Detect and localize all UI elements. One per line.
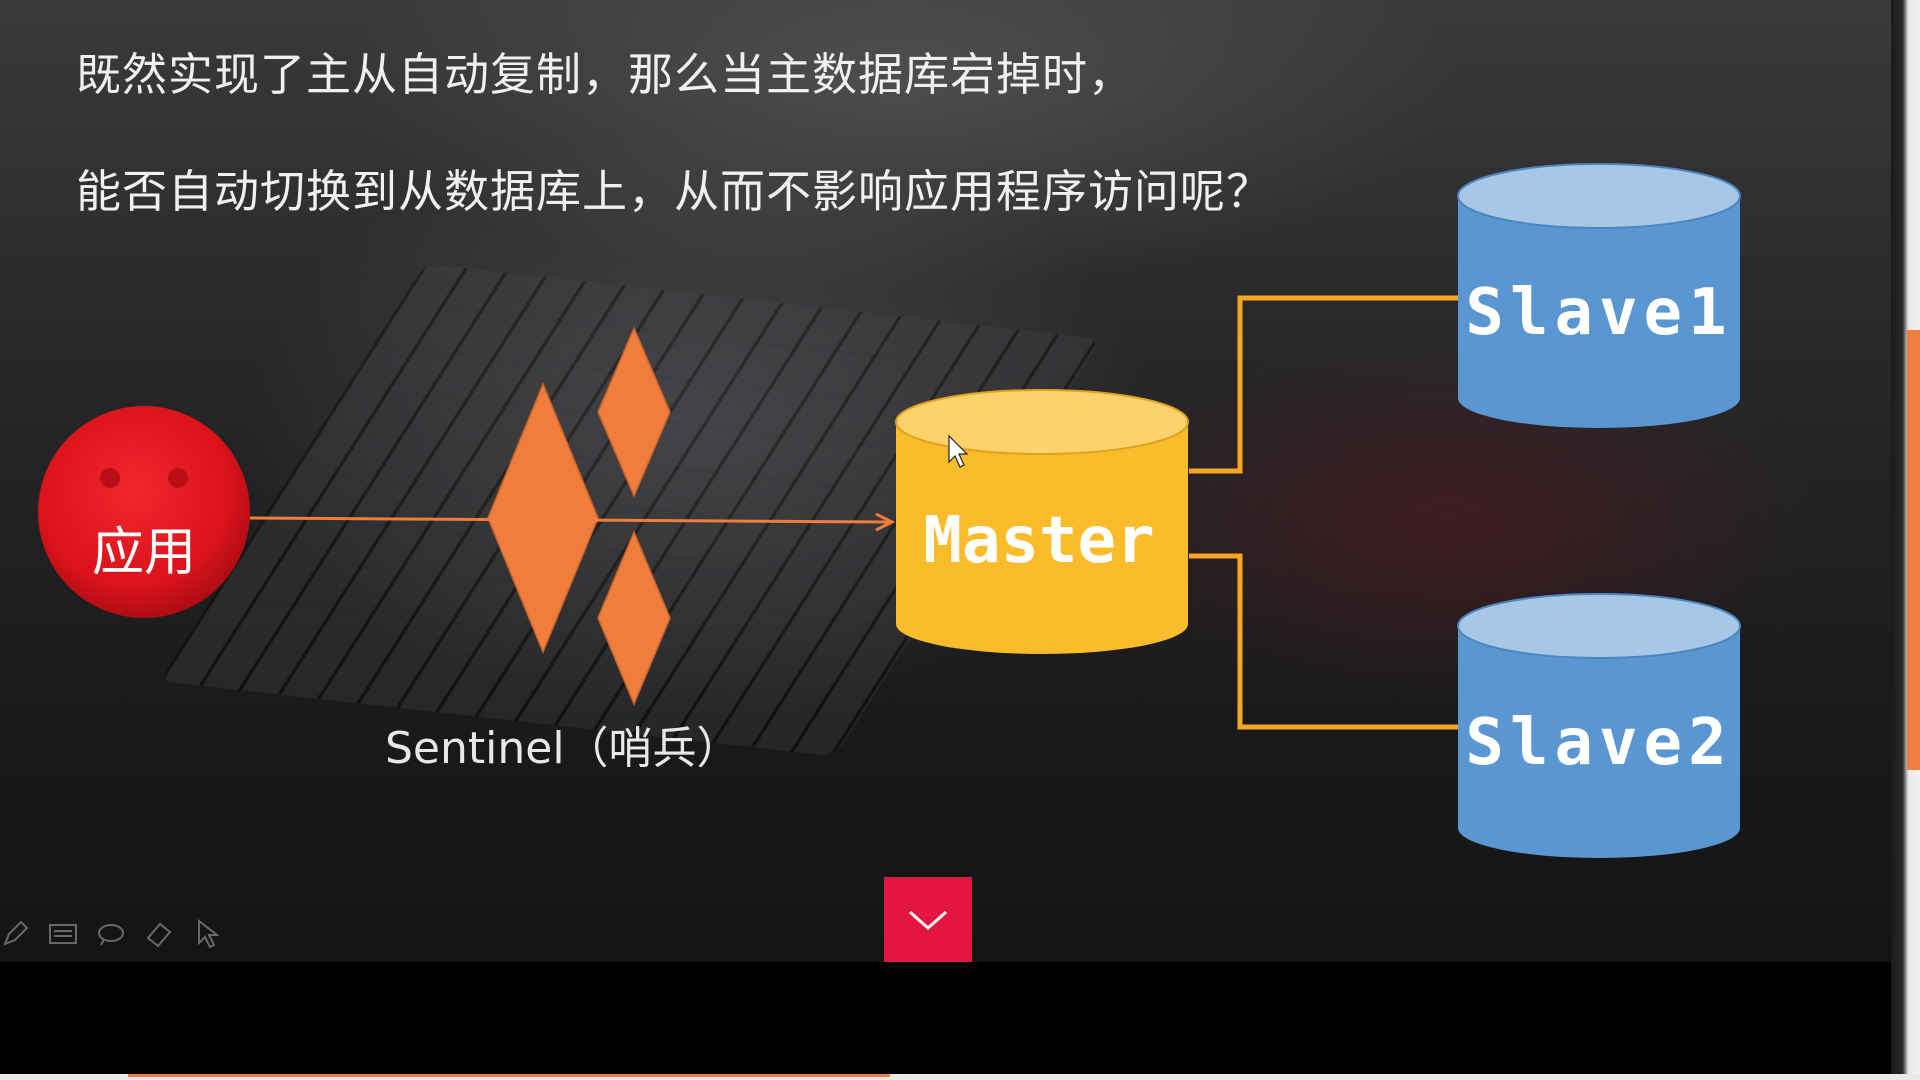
app-circle xyxy=(38,406,250,618)
keyboard-icon[interactable] xyxy=(48,919,78,949)
slave1-cylinder xyxy=(1457,163,1741,428)
slave1-label: Slave1 xyxy=(1465,276,1733,350)
slide-text-line2: 能否自动切换到从数据库上，从而不影响应用程序访问呢？ xyxy=(76,165,1273,218)
chevron-down-icon xyxy=(909,910,947,930)
slide-text-line1: 既然实现了主从自动复制，那么当主数据库宕掉时， xyxy=(76,48,1135,101)
app-label: 应用 xyxy=(91,523,196,583)
app-face-eye-left xyxy=(100,468,120,488)
sentinel-diamonds xyxy=(487,326,671,706)
right-edge-highlight xyxy=(1907,330,1920,770)
presentation-toolbar xyxy=(0,912,222,956)
pointer-icon[interactable] xyxy=(192,919,222,949)
mouse-pointer-icon xyxy=(948,434,969,468)
lasso-icon[interactable] xyxy=(96,919,126,949)
slave2-label: Slave2 xyxy=(1465,706,1733,780)
connector-master-slave1 xyxy=(1189,295,1458,474)
master-cylinder xyxy=(895,389,1189,654)
app-face-eye-right xyxy=(168,468,188,488)
eraser-icon[interactable] xyxy=(144,919,174,949)
slide: 既然实现了主从自动复制，那么当主数据库宕掉时， 能否自动切换到从数据库上，从而不… xyxy=(0,0,1891,962)
sentinel-diamond-large xyxy=(487,382,599,654)
sentinel-diamond-bottom xyxy=(597,530,671,706)
connector-master-slave2 xyxy=(1189,553,1458,730)
pen-icon[interactable] xyxy=(0,919,30,949)
architecture-diagram xyxy=(38,163,1741,858)
master-label: Master xyxy=(923,504,1155,578)
sentinel-label: Sentinel（哨兵） xyxy=(385,723,741,774)
bottom-progress-line xyxy=(128,1074,890,1077)
bottom-strip xyxy=(0,1074,1920,1080)
slave2-cylinder xyxy=(1457,593,1741,858)
arrow-app-to-master xyxy=(249,512,896,532)
sentinel-diamond-top xyxy=(597,326,671,498)
right-window-edge xyxy=(1891,0,1920,1080)
master-slave-connectors xyxy=(1189,295,1458,730)
next-slide-button[interactable] xyxy=(884,877,972,962)
